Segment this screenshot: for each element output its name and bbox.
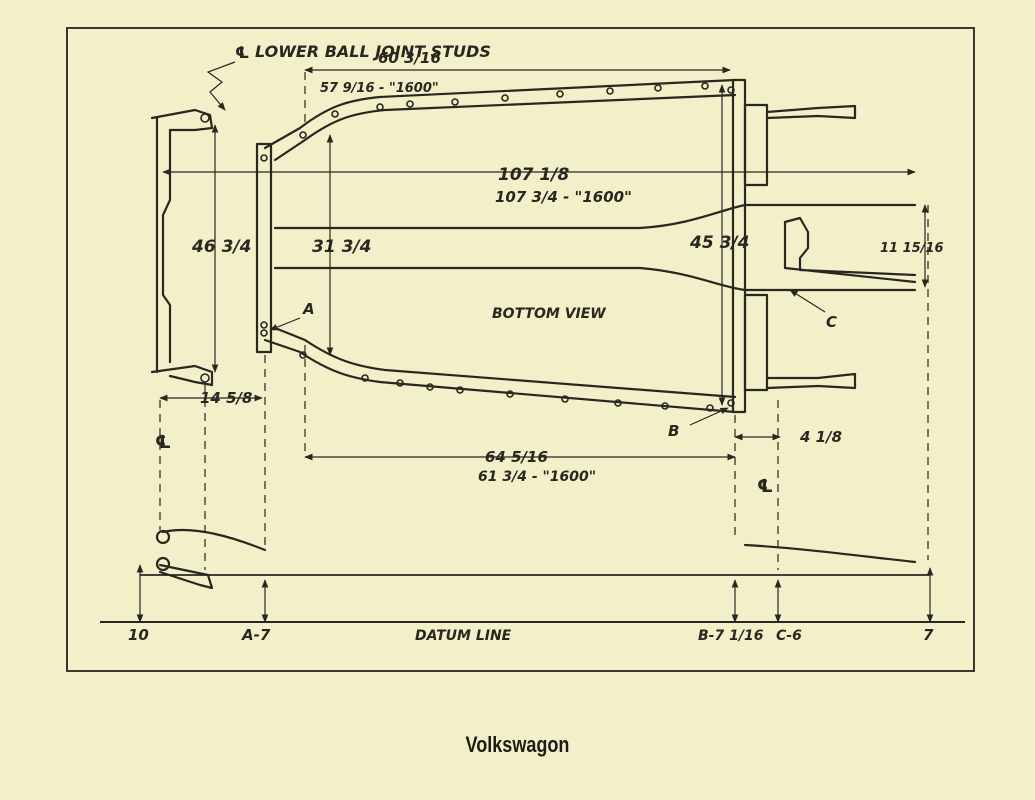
dim-label-14-5-8: 14 5/8 xyxy=(200,389,252,407)
central-tunnel-upper xyxy=(273,203,917,230)
drawing-border xyxy=(66,27,975,672)
dim-label-107-1-8: 107 1/8 xyxy=(498,165,569,185)
front-beam xyxy=(155,116,172,374)
rear-axle-tube-lower xyxy=(765,372,857,390)
dim-label-61-3-4: 61 3/4 - "1600" xyxy=(478,469,596,485)
label-datum-line: DATUM LINE xyxy=(415,628,512,644)
label-lower-ball-joint-studs: LOWER BALL JOINT STUDS xyxy=(255,42,491,61)
dim-label-31-3-4: 31 3/4 xyxy=(312,237,371,257)
datum-height-7: 7 xyxy=(923,626,934,644)
dim-label-107-3-4: 107 3/4 - "1600" xyxy=(495,188,632,206)
front-ball-joint-lower xyxy=(150,364,214,387)
frame-rail-upper xyxy=(263,78,737,150)
side-view-spindle xyxy=(158,563,214,590)
dim-label-4-1-8: 4 1/8 xyxy=(799,428,842,446)
dim-label-11-15-16: 11 15/16 xyxy=(880,241,944,256)
side-view-joint-upper xyxy=(155,529,171,545)
point-label-b: B xyxy=(668,422,679,440)
side-view-rear-curve xyxy=(743,543,917,564)
central-tunnel-lower xyxy=(273,266,917,292)
centerline-right: ℄ xyxy=(757,476,773,497)
dim-label-60-3-16: 60 3/16 xyxy=(378,49,441,67)
side-view-front-curve xyxy=(161,528,267,552)
centerline-left: ℄ xyxy=(155,432,171,453)
leader-b xyxy=(689,407,729,426)
projection-lines xyxy=(159,72,929,570)
side-view-joint-lower xyxy=(155,556,171,572)
rear-axle-tube-upper xyxy=(765,104,857,120)
datum-height-10: 10 xyxy=(128,626,149,644)
datum-height-c6: C-6 xyxy=(776,628,802,644)
leader-c xyxy=(789,289,826,313)
datum-height-a7: A-7 xyxy=(241,626,271,644)
point-label-a: A xyxy=(302,300,315,318)
ball-joint-leader xyxy=(206,61,236,111)
label-bottom-view: BOTTOM VIEW xyxy=(492,306,606,322)
dim-label-57-9-16: 57 9/16 - "1600" xyxy=(320,81,439,96)
datum-height-b7: B-7 1/16 xyxy=(698,628,764,644)
dim-label-46-3-4: 46 3/4 xyxy=(191,237,251,257)
point-label-c: C xyxy=(826,313,837,331)
centerline-top: ℄ xyxy=(235,43,249,62)
front-cross-member xyxy=(255,142,273,354)
rear-mount-upper xyxy=(743,103,769,187)
front-ball-joint-upper xyxy=(150,108,214,132)
transmission-fork xyxy=(783,216,917,284)
dim-label-64-5-16: 64 5/16 xyxy=(485,448,548,466)
rear-mount-lower xyxy=(743,293,769,392)
frame-rail-lower xyxy=(263,338,737,414)
rear-cross-member xyxy=(731,78,747,414)
leader-a xyxy=(269,317,301,331)
frame-rail-upper-inner xyxy=(273,93,737,162)
page-caption: Volkswagon xyxy=(465,732,570,757)
dim-label-45-3-4: 45 3/4 xyxy=(689,233,749,253)
rivet-holes xyxy=(200,82,735,412)
frame-rail-lower-inner xyxy=(273,326,737,399)
